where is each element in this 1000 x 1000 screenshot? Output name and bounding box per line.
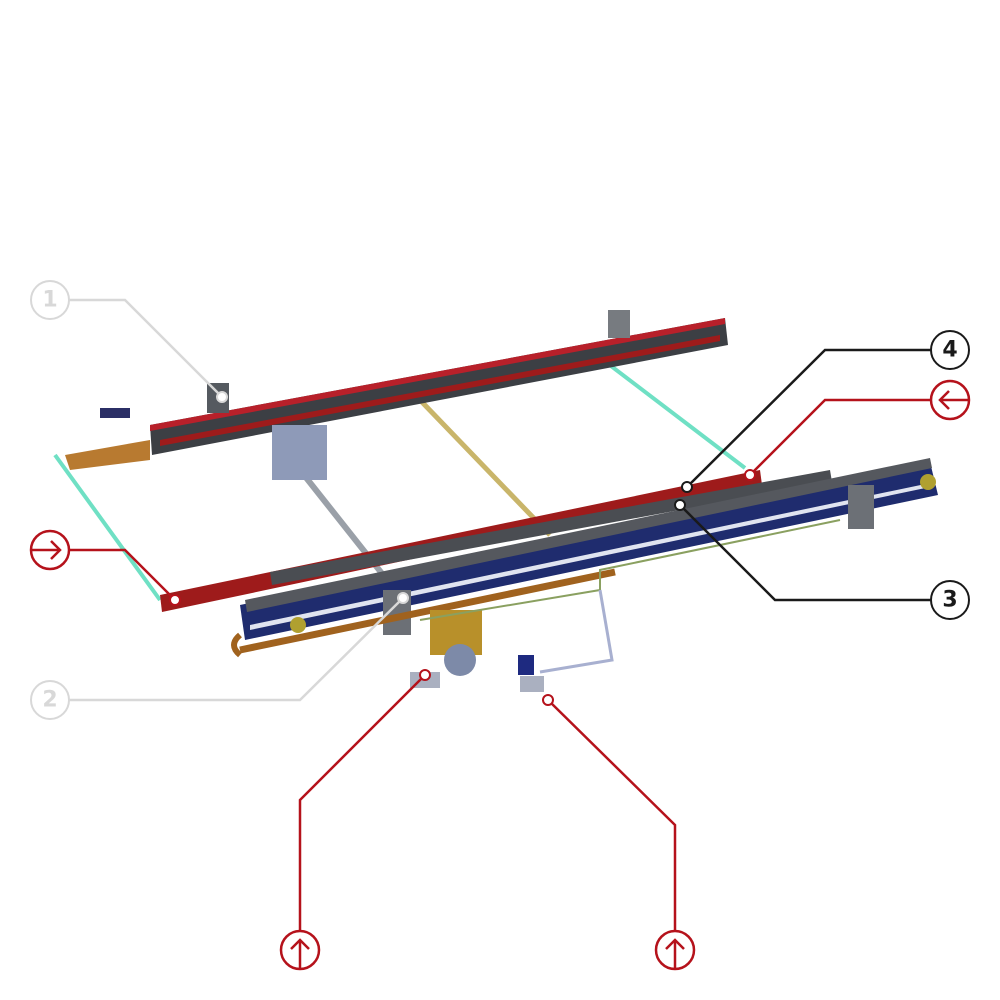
flow-marker-bottom-right[interactable] — [542, 694, 696, 971]
shaft — [297, 468, 398, 592]
callout-label: 2 — [42, 688, 57, 713]
flow-marker-left[interactable] — [29, 529, 181, 606]
callout-3[interactable]: 3 — [674, 499, 970, 620]
blue-rail — [240, 462, 938, 640]
motor-block — [848, 485, 874, 529]
callout-1[interactable]: 1 — [30, 280, 228, 403]
back-rail-stripe — [150, 318, 725, 431]
callout-label: 1 — [42, 288, 57, 313]
arrow-up-icon — [665, 938, 685, 969]
arrow-right-icon — [31, 540, 62, 560]
arrow-left-icon — [938, 390, 969, 410]
chain — [239, 568, 616, 654]
machine-illustration — [53, 310, 938, 692]
shaft — [418, 398, 552, 537]
callout-2[interactable]: 2 — [30, 592, 409, 720]
sensor — [518, 655, 534, 675]
callout-label: 3 — [942, 588, 957, 613]
cable — [53, 453, 162, 602]
flow-marker-right[interactable] — [744, 379, 971, 481]
flow-marker-bottom-left[interactable] — [279, 669, 431, 971]
arrow-up-icon — [290, 938, 310, 969]
gearbox — [272, 425, 327, 480]
callout-4[interactable]: 4 — [681, 330, 970, 493]
chain-guide — [65, 440, 150, 470]
callout-label: 4 — [942, 338, 957, 363]
cable — [588, 348, 747, 470]
motor-block — [608, 310, 630, 338]
